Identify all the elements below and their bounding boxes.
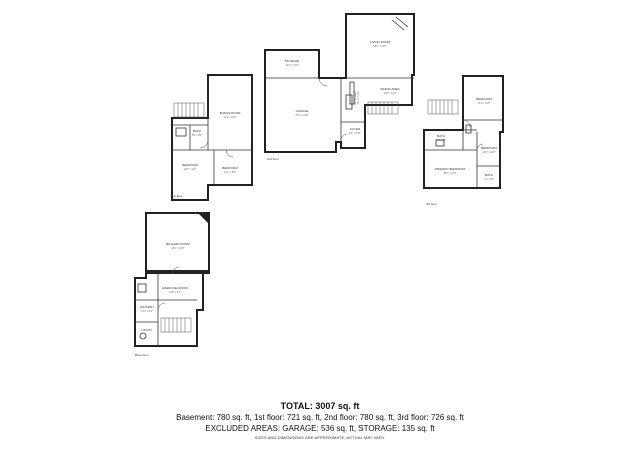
disclaimer: SIZES AND DIMENSIONS ARE APPROXIMATE, AC…: [254, 435, 386, 440]
room-dims-garage: 27'6" x 21'8": [295, 114, 308, 117]
room-label-bath: BATH: [485, 173, 493, 177]
room-label-storage: STORAGE: [285, 59, 300, 63]
room-label-kitchen: KITCHEN: [353, 91, 357, 104]
room-dims-primary-bedroom: 15'5" x 12'3": [443, 172, 456, 175]
room-label-bedroom: BEDROOM: [182, 163, 198, 167]
room-dims-exercise-room: 13'8" x 8'1": [169, 291, 181, 294]
stairs: [173, 102, 205, 118]
total-area: TOTAL: 3007 sq. ft: [280, 401, 360, 411]
room-dims-bath: 7'1" x 5'4": [484, 178, 495, 181]
room-label-dining-area: DINING AREA: [380, 87, 399, 91]
room-dims-bedroom: 11'1" x 8'9": [224, 171, 236, 174]
room-label-utility: UTILITY: [141, 328, 152, 332]
floor-plan-third: BEDROOM 11'2" x 10'5" BATH 8'6" x 5'3" B…: [423, 75, 504, 206]
floor-plans: BONUS ROOM 11'1" x 24'3" BATH 5'9" x 8'0…: [134, 13, 504, 357]
floor-plan-basement: BILLIARD ROOM 18'1" x 16'3" EXERCISE ROO…: [134, 212, 210, 357]
room-label-primary-bedroom: PRIMARY BEDROOM: [435, 167, 465, 171]
room-dims-laundry: 11'7" x 5'4": [141, 310, 153, 313]
room-label-exercise-room: EXERCISE ROOM: [162, 286, 188, 290]
room-label-laundry: LAUNDRY: [140, 305, 154, 309]
room-label-billiard-room: BILLIARD ROOM: [166, 242, 190, 246]
floor-label-basement: Basement: [135, 353, 149, 357]
room-dims-bedroom: 12'6" x 11'1": [184, 168, 197, 171]
room-dims-bath: 5'9" x 8'0": [192, 134, 203, 137]
room-label-garage: GARAGE: [296, 109, 309, 113]
room-dims-bedroom: 11'2" x 10'5": [478, 102, 491, 105]
floor-plan-first: BONUS ROOM 11'1" x 24'3" BATH 5'9" x 8'0…: [171, 74, 253, 201]
room-dims-kitchen: 10'1" x 14'0": [357, 91, 360, 104]
floor-plan-second: STORAGE 13'2" x 7'10" GARAGE 27'6" x 21'…: [264, 13, 415, 161]
room-label-foyer: FOYER: [350, 127, 361, 131]
room-label-living-room: LIVING ROOM: [370, 40, 391, 44]
floor-label-third: 3rd floor: [426, 202, 437, 206]
room-label-bedroom: BEDROOM: [481, 146, 497, 150]
stairs: [160, 317, 192, 333]
room-dims-bonus-room: 11'1" x 24'3": [224, 116, 237, 119]
floor-label-first: 1st floor: [172, 194, 183, 198]
room-dims-living-room: 18'6" x 19'6": [373, 45, 386, 48]
room-dims-dining-area: 11'8" x 12'4": [384, 92, 397, 95]
room-dims-bedroom: 10'3" x 10'0": [482, 151, 495, 154]
floor-label-second: 2nd floor: [267, 157, 279, 161]
room-dims-foyer: 8'1" x 6'10": [349, 132, 361, 135]
room-label-bedroom: BEDROOM: [476, 97, 492, 101]
area-summary: TOTAL: 3007 sq. ft Basement: 780 sq. ft,…: [0, 400, 640, 442]
room-dims-storage: 13'2" x 7'10": [285, 64, 298, 67]
floor-area-breakdown: Basement: 780 sq. ft, 1st floor: 721 sq.…: [176, 413, 464, 422]
room-dims-bath: 8'6" x 5'3": [436, 139, 447, 142]
room-label-bath: BATH: [437, 134, 445, 138]
room-label-bedroom: BEDROOM: [222, 166, 238, 170]
excluded-areas: EXCLUDED AREAS: GARAGE: 536 sq. ft, STOR…: [205, 424, 435, 433]
stairs: [427, 99, 459, 115]
room-label-bonus-room: BONUS ROOM: [220, 111, 241, 115]
room-dims-billiard-room: 18'1" x 16'3": [171, 247, 184, 250]
stairs: [367, 101, 399, 115]
room-label-bath: BATH: [193, 129, 201, 133]
